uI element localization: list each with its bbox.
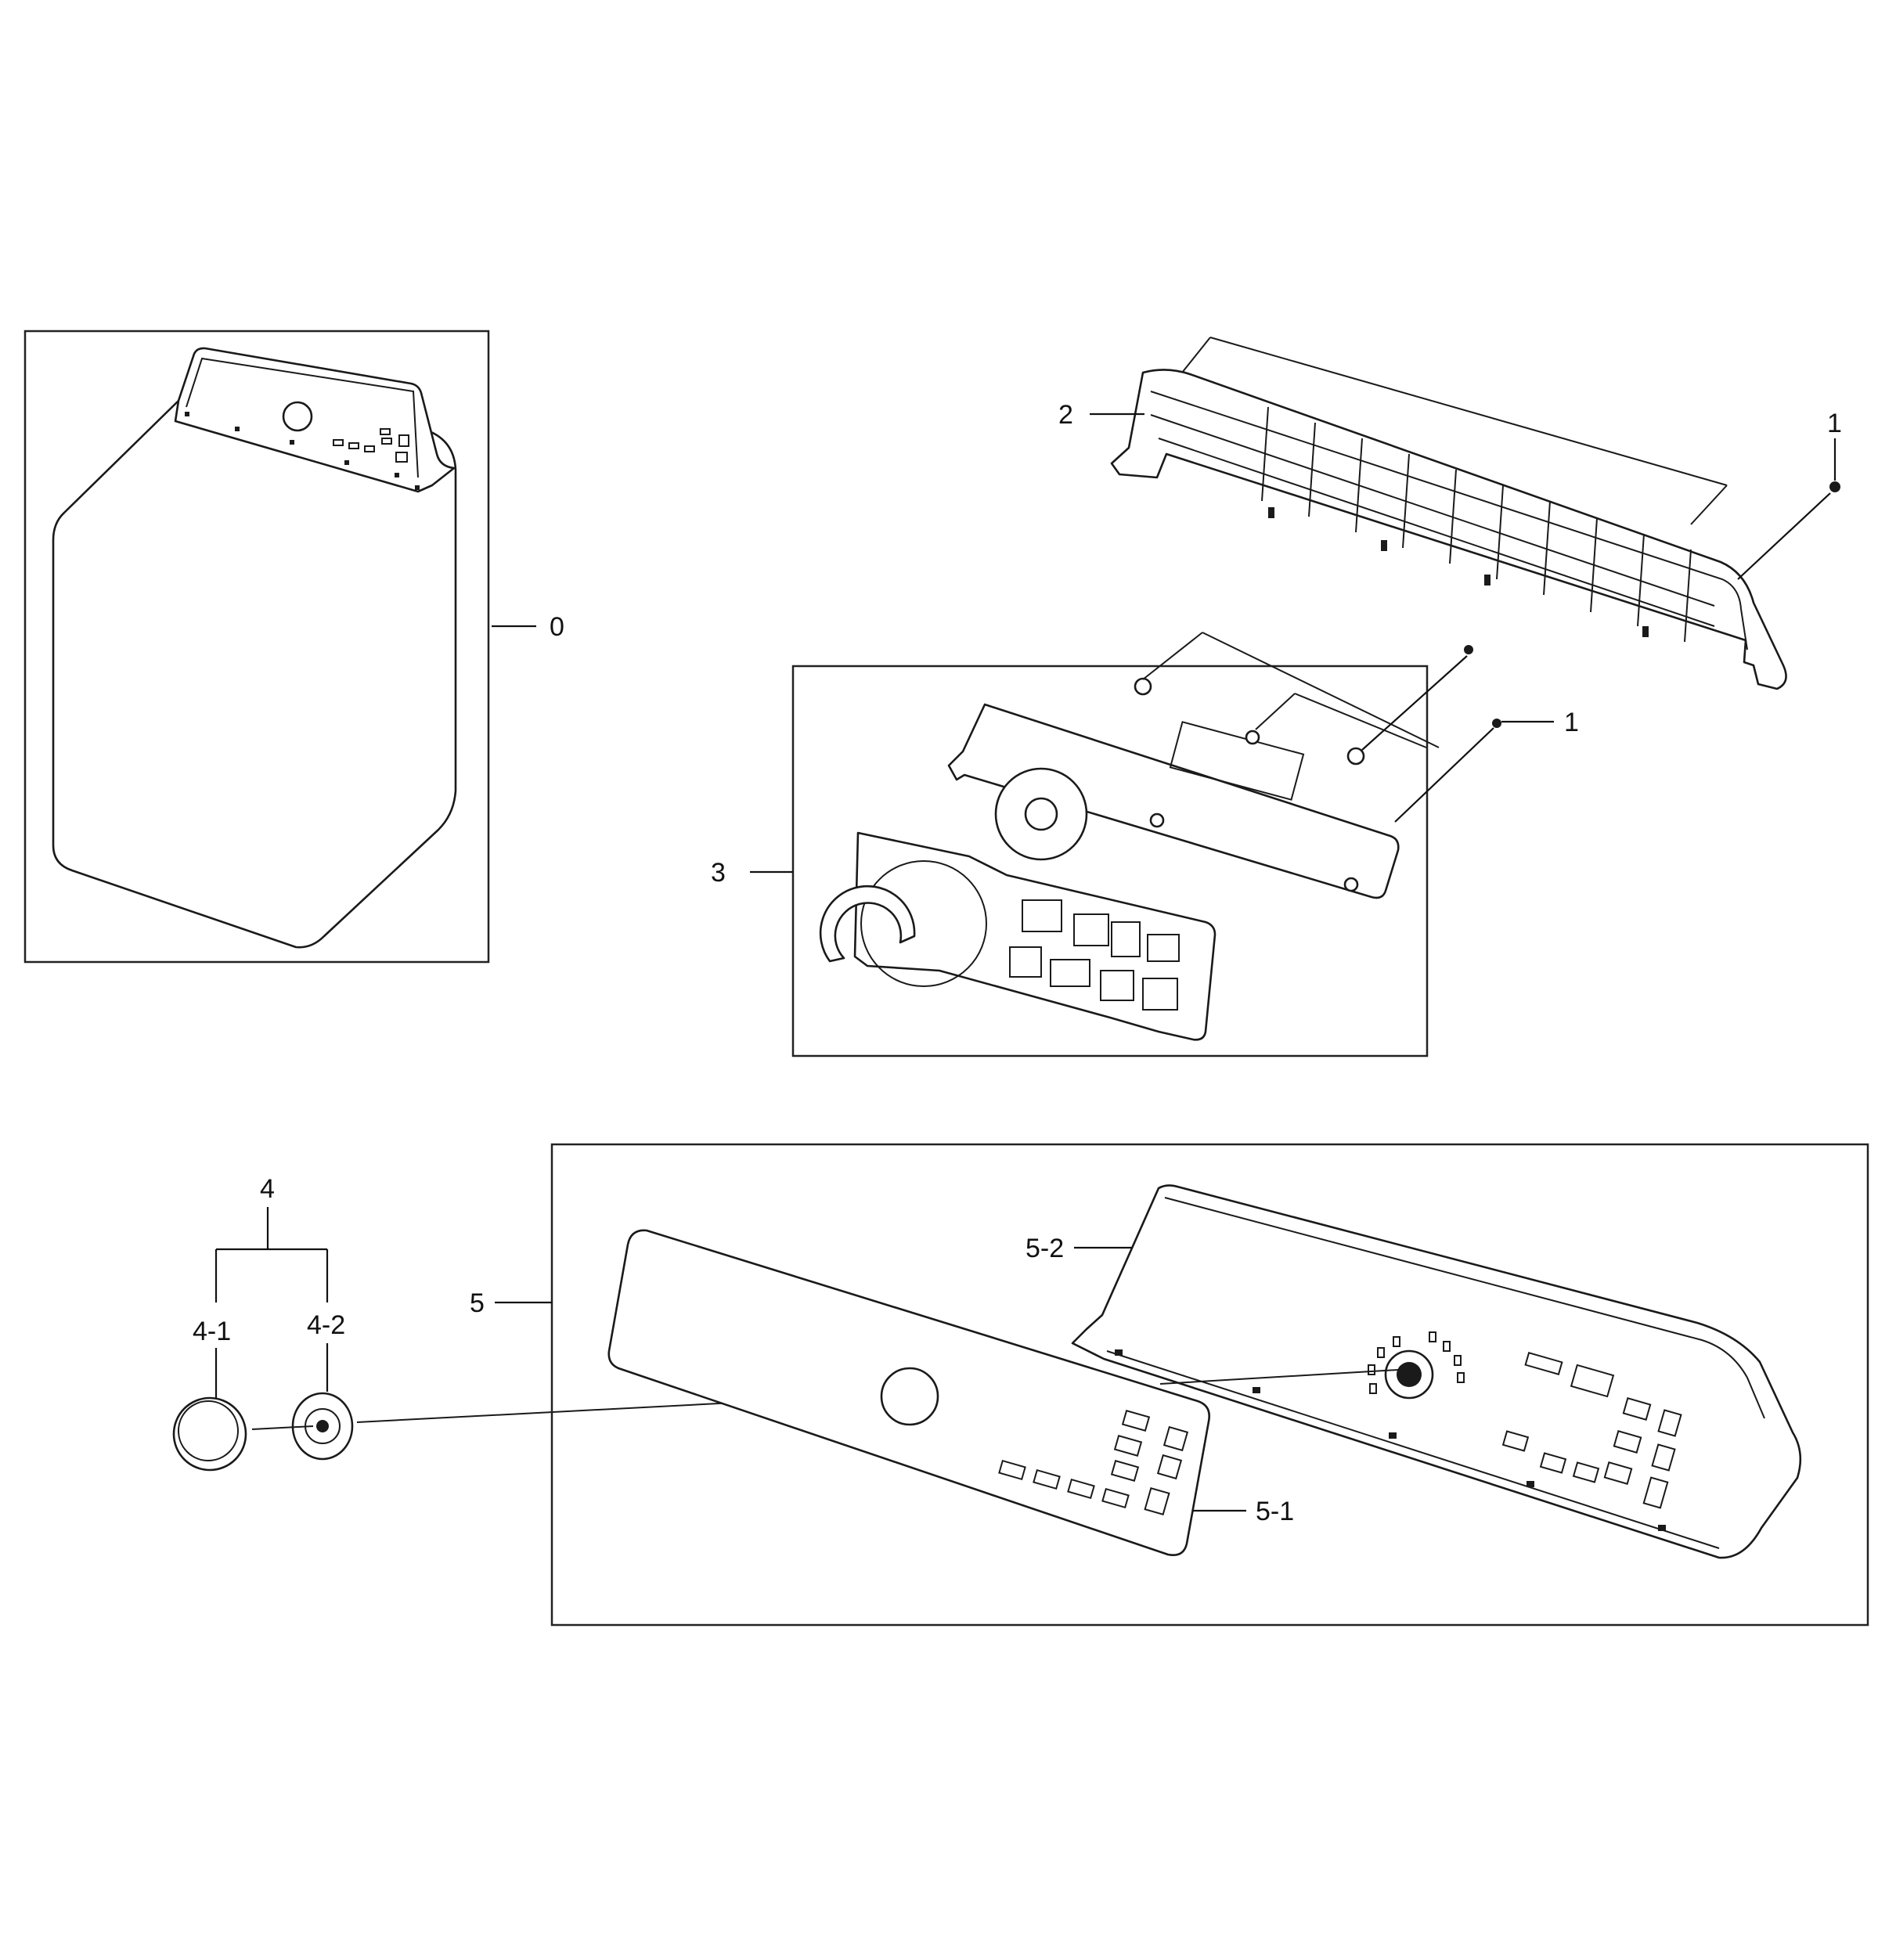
knob-base-shaft: [316, 1420, 329, 1432]
frame-2-group: 2: [1058, 337, 1787, 690]
pcb-lower-dial-opening: [860, 860, 987, 987]
washer-control-panel: [174, 347, 456, 493]
screw-1-top-group: 1: [1737, 409, 1842, 580]
knob-cap: [172, 1396, 247, 1472]
screw-icon: [1829, 481, 1840, 492]
washer-panel-buttons: [333, 428, 409, 463]
panel-body-bottom-edge: [1106, 1350, 1720, 1549]
callout-1-mid: 1: [1564, 708, 1579, 737]
washer-lid-body: [52, 399, 457, 949]
panel-body-axis: [1159, 1369, 1399, 1385]
pcb-selector-hub: [1024, 797, 1058, 831]
panel-body-buttons: [1501, 1397, 1682, 1509]
pcb-upper-board: [947, 703, 1400, 899]
screw-1-mid-group: 1: [1361, 645, 1579, 823]
pcb-3-dim-line-d: [1294, 693, 1427, 748]
callout-2: 2: [1058, 400, 1073, 430]
panel-5-group: 5 5-1: [470, 1143, 1869, 1627]
pcb-3-dim-line-c: [1255, 693, 1296, 730]
assembly-0-frame: [23, 330, 490, 964]
panel-body-clips: [1115, 1349, 1666, 1531]
callout-5-2: 5-2: [1026, 1234, 1064, 1263]
panel-body-face: [1164, 1197, 1765, 1419]
panel-overlay-dial-window: [880, 1367, 939, 1426]
panel-frame-inner: [1150, 391, 1748, 650]
washer-panel-face: [186, 357, 419, 478]
pcb-3-dim-line-a: [1142, 632, 1203, 680]
panel-frame-outline: [1110, 369, 1787, 690]
callout-1-top: 1: [1827, 409, 1842, 438]
knob-4-group: 4 4-1 4-2: [172, 1174, 885, 1472]
leader-1-mid-b: [1394, 727, 1494, 823]
knob-cap-face: [178, 1400, 239, 1461]
callout-5: 5: [470, 1288, 485, 1318]
callout-5-1: 5-1: [1256, 1497, 1294, 1526]
callout-4-1: 4-1: [193, 1317, 231, 1346]
pcb-3-dim-line-b: [1202, 632, 1440, 748]
pcb-encoder-ring: [819, 885, 916, 963]
frame-2-dim-line-b: [1209, 337, 1728, 486]
panel-body-display: [1524, 1352, 1615, 1398]
pcb-3-frame: [791, 665, 1429, 1057]
pcb-upper-mounts: [1134, 677, 1365, 892]
knob-assembly-axis: [251, 1425, 314, 1430]
callout-0: 0: [550, 612, 564, 642]
assembly-0-group: 0: [23, 330, 564, 964]
pcb-lower-board: [853, 831, 1217, 1041]
pcb-components: [1009, 899, 1180, 1011]
leader-1-top-to-frame: [1737, 492, 1831, 580]
panel-overlay-buttons: [998, 1409, 1189, 1516]
panel-frame-tabs: [1268, 507, 1649, 637]
callout-4: 4: [260, 1174, 275, 1204]
pcb-3-group: 3: [711, 632, 1440, 1057]
pcb-display-window: [1169, 721, 1305, 801]
washer-dial: [282, 401, 313, 432]
screw-icon: [1464, 645, 1473, 654]
panel-frame-grille: [1150, 406, 1715, 643]
leader-1-mid-a: [1361, 655, 1468, 751]
panel-5-frame: [550, 1143, 1869, 1627]
frame-2-dim-line-c: [1690, 485, 1728, 525]
frame-2-dim-line-a: [1181, 337, 1211, 373]
screw-icon: [1492, 719, 1501, 728]
callout-3: 3: [711, 858, 726, 888]
callout-4-2: 4-2: [307, 1310, 345, 1340]
washer-panel-clips: [185, 412, 420, 490]
panel-body-selector: [1368, 1331, 1465, 1400]
